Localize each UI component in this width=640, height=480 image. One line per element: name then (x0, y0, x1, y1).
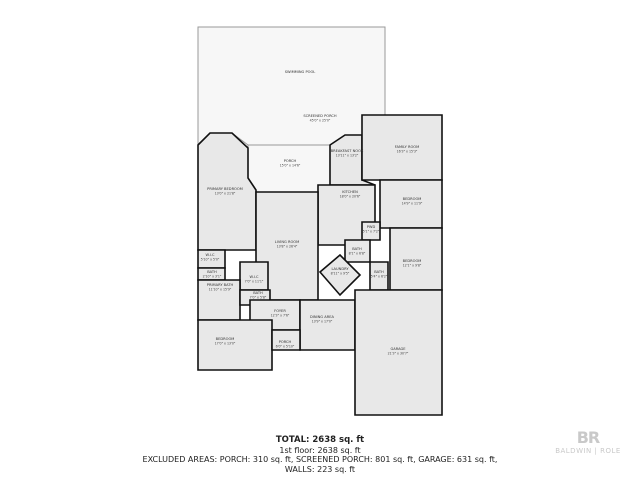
room-name: PRIMARY BATH (207, 283, 234, 287)
floor-area: 1st floor: 2638 sq. ft (279, 445, 361, 455)
room-name: FOYER (274, 309, 286, 313)
room-dimensions: 45'0" x 25'0" (310, 119, 331, 123)
room-dimensions: 17'0" x 13'0" (215, 342, 236, 346)
room-dimensions: 5'1" x 7'2" (363, 230, 380, 234)
room-name: DINING AREA (310, 315, 334, 319)
room-name: GARAGE (390, 347, 406, 351)
room-shape (354, 289, 443, 416)
room-dimensions: 13'0" x 21'8" (215, 192, 236, 196)
room-dimensions: 8'11" x 9'5" (331, 272, 350, 276)
room-shape (318, 253, 362, 297)
room-dimensions: 2'10" x 3'1" (203, 275, 222, 279)
walls-area: WALLS: 223 sq. ft (284, 464, 356, 474)
room-name: BATH (253, 291, 263, 295)
room-name: PORCH (279, 340, 292, 344)
room-shape (299, 299, 356, 351)
room-name: KITCHEN (342, 190, 358, 194)
room-name: BEDROOM (403, 197, 422, 201)
room-dimensions: 5'4" x 6'2" (371, 275, 388, 279)
room-dimensions: 14'9" x 11'9" (402, 202, 423, 206)
room-name: LIVING ROOM (275, 240, 299, 244)
room-dimensions: 6'0" x 5'10" (276, 345, 295, 349)
brand-logo: BR BALDWIN | ROLE (555, 428, 621, 455)
room-dimensions: 8'1" x 6'8" (349, 252, 366, 256)
room-name: W.I.C (206, 253, 215, 257)
room-name: PRIMARY BEDROOM (207, 187, 243, 191)
room-name: SCREENED PORCH (303, 114, 337, 118)
room-dimensions: 12'1" x 9'8" (403, 264, 422, 268)
excluded-areas: EXCLUDED AREAS: PORCH: 310 sq. ft, SCREE… (142, 455, 498, 464)
room-dimensions: 16'3" x 15'3" (397, 150, 418, 154)
room-dimensions: 7'0" x 5'8" (250, 296, 267, 300)
room-name: LAUNDRY (331, 267, 349, 271)
room-name: W.I.C (250, 275, 259, 279)
room-dimensions: 13'8" x 26'4" (277, 245, 298, 249)
room-dimensions: 21'3" x 30'7" (388, 352, 409, 356)
room-name: FAMILY ROOM (395, 145, 419, 149)
room-name: BATH (374, 270, 384, 274)
total-area: TOTAL: 2638 sq. ft (275, 435, 365, 445)
room-dimensions: 13'9" x 17'0" (312, 320, 333, 324)
room-name: PWD (367, 225, 376, 229)
room-name: BATH (352, 247, 362, 251)
room-dimensions: 18'0" x 20'6" (340, 195, 361, 199)
room-name: SWIMMING POOL (285, 70, 316, 74)
area-summary: TOTAL: 2638 sq. ft 1st floor: 2638 sq. f… (0, 435, 640, 474)
room-name: BEDROOM (216, 337, 235, 341)
room-name: BREAKFAST NOOK (331, 149, 364, 153)
room-shape (361, 221, 381, 241)
room-dimensions: 12'3" x 7'6" (271, 314, 290, 318)
room-dimensions: 15'0" x 14'6" (280, 164, 301, 168)
room-dimensions: 13'11" x 13'2" (336, 154, 359, 158)
room-name: BATH (207, 270, 217, 274)
room-name: PORCH (284, 159, 297, 163)
room-dimensions: 7'0" x 11'1" (245, 280, 264, 284)
room-shape (197, 319, 273, 371)
room-shape (197, 26, 386, 147)
room-dimensions: 5'10" x 5'0" (201, 258, 220, 262)
room-name: BEDROOM (403, 259, 422, 263)
room-dimensions: 11'10" x 15'9" (209, 288, 232, 292)
room-shape (271, 329, 301, 351)
